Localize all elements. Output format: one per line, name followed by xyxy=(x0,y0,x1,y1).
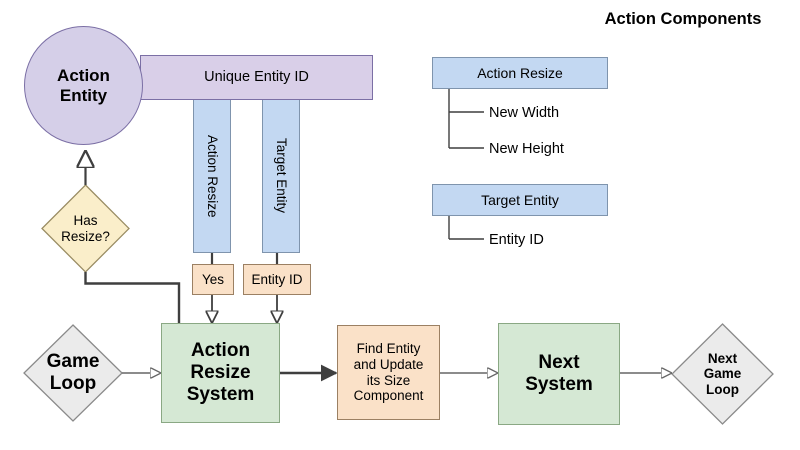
find-entity-label-line4: Component xyxy=(353,388,424,404)
component-header-action-resize[interactable]: Action Resize xyxy=(432,57,608,89)
component-field-new-width: New Width xyxy=(489,105,560,121)
action-resize-system-label-line1: Action xyxy=(190,340,251,362)
next-game-loop-label-line2: Game xyxy=(703,366,742,382)
game-loop-node[interactable]: Game Loop xyxy=(24,325,122,421)
action-entity-node[interactable]: Action Entity xyxy=(24,26,143,145)
action-resize-system-node[interactable]: Action Resize System xyxy=(161,323,280,423)
value-box-yes[interactable]: Yes xyxy=(192,264,234,295)
game-loop-label-line2: Loop xyxy=(49,373,97,394)
action-entity-label-line2: Entity xyxy=(59,85,108,105)
find-entity-update-size-node[interactable]: Find Entity and Update its Size Componen… xyxy=(337,325,440,420)
action-resize-system-label-line3: System xyxy=(186,383,255,405)
panel-title: Action Components xyxy=(604,9,762,28)
find-entity-label-line3: its Size xyxy=(366,372,411,388)
component-bar-action-resize[interactable]: Action Resize xyxy=(193,99,231,253)
unique-entity-id-bar[interactable]: Unique Entity ID xyxy=(140,55,373,100)
action-resize-system-label-line2: Resize xyxy=(190,362,251,384)
next-system-node[interactable]: Next System xyxy=(498,323,620,425)
unique-entity-id-label: Unique Entity ID xyxy=(204,69,309,86)
next-game-loop-node[interactable]: Next Game Loop xyxy=(672,324,773,424)
has-resize-decision[interactable]: Has Resize? xyxy=(42,185,129,272)
component-bar-target-entity[interactable]: Target Entity xyxy=(262,99,300,253)
tree-line-target-entity xyxy=(448,216,484,240)
find-entity-label-line1: Find Entity xyxy=(356,341,421,357)
has-resize-label-line1: Has xyxy=(73,212,98,228)
component-header-target-entity-label: Target Entity xyxy=(481,191,559,208)
next-system-label-line1: Next xyxy=(538,352,580,374)
component-field-new-height: New Height xyxy=(489,141,564,157)
next-system-label-line2: System xyxy=(525,374,593,395)
value-box-entity-id-label: Entity ID xyxy=(251,271,303,287)
game-loop-label-line1: Game xyxy=(46,351,100,373)
component-header-action-resize-label: Action Resize xyxy=(477,64,563,81)
connector-hasresize-to-system xyxy=(84,272,181,323)
value-box-entity-id[interactable]: Entity ID xyxy=(243,264,311,295)
find-entity-label-line2: and Update xyxy=(353,356,424,372)
tree-line-action-resize xyxy=(448,89,484,149)
component-bar-target-entity-label: Target Entity xyxy=(273,138,289,214)
value-box-yes-label: Yes xyxy=(201,271,225,287)
action-entity-label-line1: Action xyxy=(57,65,110,85)
component-field-entity-id: Entity ID xyxy=(489,232,544,248)
has-resize-label-line2: Resize? xyxy=(61,228,110,244)
next-game-loop-label-line1: Next xyxy=(707,350,738,366)
component-bar-action-resize-label: Action Resize xyxy=(204,134,220,218)
next-game-loop-label-line3: Loop xyxy=(706,381,739,397)
component-header-target-entity[interactable]: Target Entity xyxy=(432,184,608,216)
